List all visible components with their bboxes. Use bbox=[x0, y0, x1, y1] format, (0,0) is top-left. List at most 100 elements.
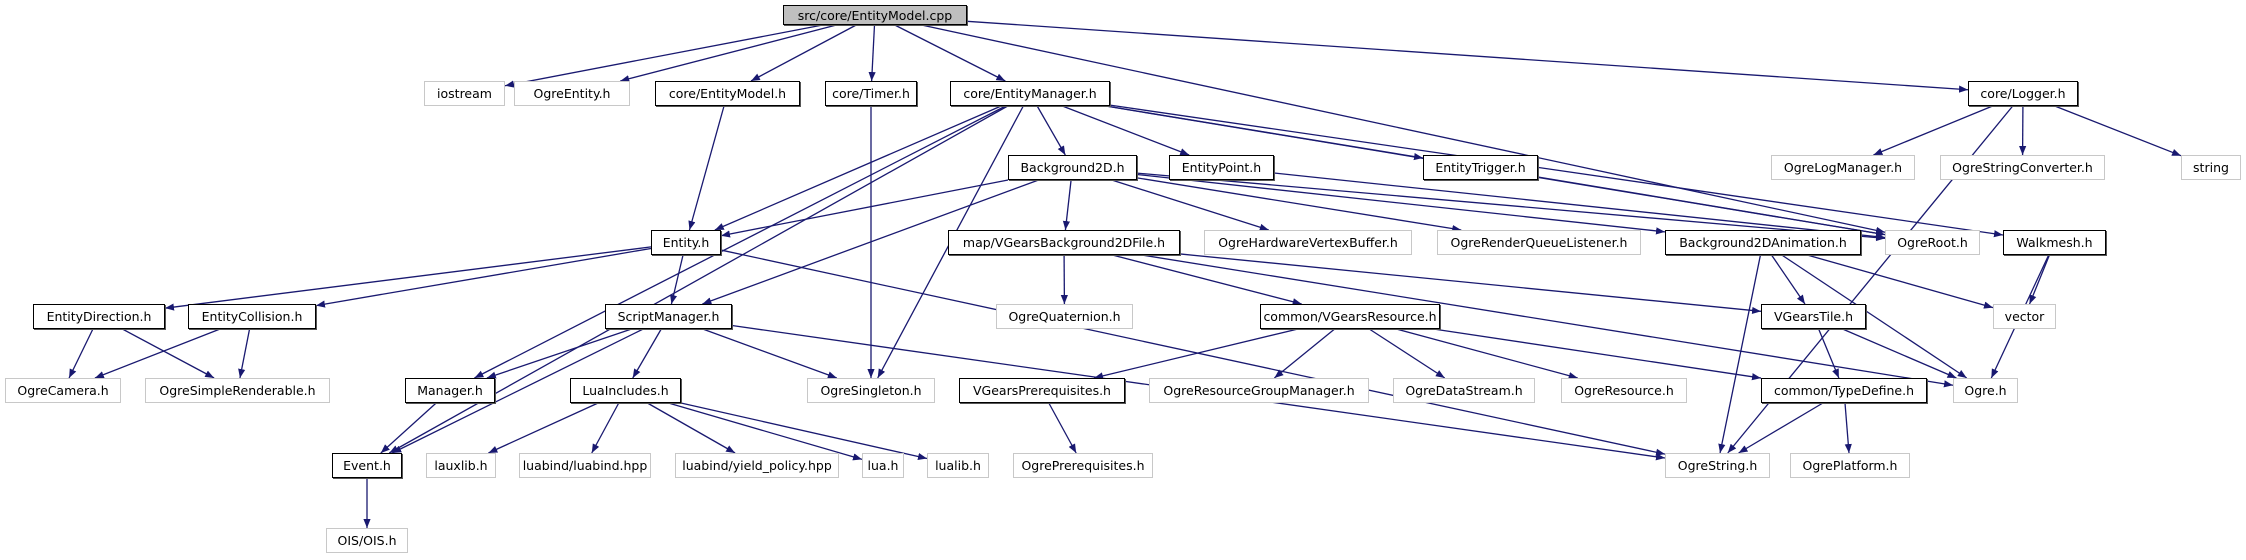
node-src-core-entitymodel-cpp[interactable]: src/core/EntityModel.cpp bbox=[783, 5, 967, 25]
edge-entitycollision-to-ogresimplerenderable bbox=[238, 328, 251, 379]
node-ogredatastream-h[interactable]: OgreDataStream.h bbox=[1393, 378, 1535, 403]
edge-typedefine-to-ogrestring bbox=[1738, 402, 1824, 454]
node-entitytrigger-h[interactable]: EntityTrigger.h bbox=[1423, 155, 1538, 180]
node-luabind-yield-policy-hpp[interactable]: luabind/yield_policy.hpp bbox=[675, 453, 839, 478]
edge-luaincludes-to-lua bbox=[668, 402, 863, 461]
edge-manager-to-event bbox=[380, 402, 437, 454]
edge-entitydirection-to-ogrecamera bbox=[68, 328, 94, 379]
edge-vgearstile-to-ogre bbox=[1842, 328, 1957, 379]
node-core-entitymodel-h[interactable]: core/EntityModel.h bbox=[655, 81, 800, 106]
edge-entitymanager-to-manager bbox=[474, 105, 1006, 379]
edge-bg2danim-to-vector bbox=[1806, 254, 1994, 309]
node-ogreentity-h[interactable]: OgreEntity.h bbox=[514, 81, 630, 106]
node-entitycollision-h[interactable]: EntityCollision.h bbox=[188, 304, 316, 329]
edge-background2d-to-ogrerql bbox=[1136, 177, 1462, 233]
node-iostream[interactable]: iostream bbox=[424, 81, 505, 106]
node-ogrecamera-h[interactable]: OgreCamera.h bbox=[5, 378, 121, 403]
node-common-typedefine-h[interactable]: common/TypeDefine.h bbox=[1761, 378, 1927, 403]
edge-vgprereq-to-ogreprereq bbox=[1048, 402, 1077, 454]
edge-root-to-timer bbox=[868, 24, 876, 82]
edge-bg2danim-to-ogre bbox=[1781, 254, 1968, 379]
node-ogreroot-h[interactable]: OgreRoot.h bbox=[1885, 230, 1980, 255]
edge-background2d-to-ogrehwvb bbox=[1111, 179, 1269, 231]
node-ogrestringconverter-h[interactable]: OgreStringConverter.h bbox=[1940, 155, 2105, 180]
edge-background2d-to-entity bbox=[720, 179, 1009, 238]
edge-entitycollision-to-ogrecamera bbox=[94, 328, 221, 379]
edge-entitymanager-to-entitypoint bbox=[1062, 105, 1190, 156]
edge-background2d-to-ogreroot bbox=[1136, 172, 1886, 242]
edge-entity-to-ogrestring bbox=[720, 249, 1666, 456]
edge-root-to-entitymodel_h bbox=[750, 24, 857, 82]
edge-walkmesh-to-vector bbox=[2028, 254, 2051, 305]
node-background2d-h[interactable]: Background2D.h bbox=[1008, 155, 1137, 180]
edge-luaincludes-to-lauxlib bbox=[488, 402, 599, 454]
node-scriptmanager-h[interactable]: ScriptManager.h bbox=[605, 304, 732, 329]
edge-entity-to-entitydirection bbox=[164, 246, 652, 311]
node-ogrerenderqueuelistener-h[interactable]: OgreRenderQueueListener.h bbox=[1437, 230, 1641, 255]
node-common-vgearsresource-h[interactable]: common/VGearsResource.h bbox=[1260, 304, 1440, 329]
edge-entity-to-entitycollision bbox=[315, 247, 652, 308]
edge-bg2danim-to-vgearstile bbox=[1770, 254, 1806, 305]
edge-root-to-ogreroot bbox=[921, 24, 1886, 234]
node-entitypoint-h[interactable]: EntityPoint.h bbox=[1169, 155, 1274, 180]
node-luabind-luabind-hpp[interactable]: luabind/luabind.hpp bbox=[519, 453, 651, 478]
edge-entitypoint-to-ogreroot bbox=[1273, 172, 1886, 241]
node-core-timer-h[interactable]: core/Timer.h bbox=[825, 81, 917, 106]
node-ogreplatform-h[interactable]: OgrePlatform.h bbox=[1790, 453, 1910, 478]
node-ogre-h[interactable]: Ogre.h bbox=[1953, 378, 2018, 403]
node-ogrehardwarevertexbuffer-h[interactable]: OgreHardwareVertexBuffer.h bbox=[1204, 230, 1412, 255]
node-entitydirection-h[interactable]: EntityDirection.h bbox=[33, 304, 165, 329]
edge-entitymanager-to-entity bbox=[714, 105, 1002, 231]
edge-logger-to-ogrelogmanager bbox=[1873, 105, 1993, 156]
edge-luaincludes-to-yieldpolicy bbox=[647, 402, 736, 454]
node-lauxlib-h[interactable]: lauxlib.h bbox=[426, 453, 496, 478]
node-ogreprerequisites-h[interactable]: OgrePrerequisites.h bbox=[1013, 453, 1153, 478]
node-ogreresource-h[interactable]: OgreResource.h bbox=[1561, 378, 1687, 403]
edge-scriptmanager-to-manager bbox=[486, 328, 632, 379]
edge-background2d-to-scriptmanager bbox=[702, 179, 1039, 305]
node-manager-h[interactable]: Manager.h bbox=[405, 378, 495, 403]
node-luaincludes-h[interactable]: LuaIncludes.h bbox=[570, 378, 681, 403]
node-core-entitymanager-h[interactable]: core/EntityManager.h bbox=[950, 81, 1110, 106]
edge-scriptmanager-to-ogresingleton bbox=[702, 328, 838, 379]
edge-entity-to-scriptmanager bbox=[670, 254, 684, 305]
node-event-h[interactable]: Event.h bbox=[332, 453, 402, 478]
node-map-vgearsbackground2dfile-h[interactable]: map/VGearsBackground2DFile.h bbox=[948, 230, 1180, 255]
edge-entitytrigger-to-ogreroot bbox=[1537, 176, 1886, 237]
node-ogrequaternion-h[interactable]: OgreQuaternion.h bbox=[996, 304, 1133, 329]
edge-entitymanager-to-walkmesh bbox=[1109, 104, 2004, 238]
node-ogrestring-h[interactable]: OgreString.h bbox=[1665, 453, 1770, 478]
node-entity-h[interactable]: Entity.h bbox=[651, 230, 721, 255]
node-string[interactable]: string bbox=[2181, 155, 2241, 180]
node-background2danimation-h[interactable]: Background2DAnimation.h bbox=[1665, 230, 1861, 255]
edge-vgresource-to-vgprereq bbox=[1093, 328, 1299, 380]
edge-vgbg2dfile-to-ogre bbox=[1141, 254, 1954, 388]
edge-background2d-to-vgbg2dfile bbox=[1062, 179, 1072, 231]
edge-vgresource-to-ogrergm bbox=[1273, 328, 1336, 379]
edge-background2d-to-bg2danim bbox=[1136, 173, 1666, 235]
node-vgearstile-h[interactable]: VGearsTile.h bbox=[1761, 304, 1866, 329]
edge-entitymodel_h-to-entity bbox=[688, 105, 725, 231]
edge-vgresource-to-ogreresource bbox=[1396, 328, 1578, 380]
edge-scriptmanager-to-luaincludes bbox=[632, 328, 662, 379]
edge-root-to-iostream bbox=[504, 24, 823, 88]
node-ogresingleton-h[interactable]: OgreSingleton.h bbox=[807, 378, 935, 403]
edge-vgearstile-to-typedefine bbox=[1818, 328, 1840, 379]
node-core-logger-h[interactable]: core/Logger.h bbox=[1968, 81, 2078, 106]
edge-vgresource-to-ogredatastream bbox=[1368, 328, 1446, 379]
edge-entitymanager-to-background2d bbox=[1036, 105, 1066, 156]
node-walkmesh-h[interactable]: Walkmesh.h bbox=[2003, 230, 2106, 255]
node-ogresimplerenderable-h[interactable]: OgreSimpleRenderable.h bbox=[145, 378, 330, 403]
edge-typedefine-to-ogreplatform bbox=[1844, 402, 1852, 454]
edge-vgbg2dfile-to-vgearstile bbox=[1179, 253, 1762, 315]
node-lua-h[interactable]: lua.h bbox=[862, 453, 904, 478]
node-vgearsprerequisites-h[interactable]: VGearsPrerequisites.h bbox=[959, 378, 1125, 403]
node-vector[interactable]: vector bbox=[1993, 304, 2056, 329]
edge-vgresource-to-typedefine bbox=[1433, 328, 1762, 381]
node-lualib-h[interactable]: lualib.h bbox=[927, 453, 989, 478]
node-ogreresourcegroupmanager-h[interactable]: OgreResourceGroupManager.h bbox=[1149, 378, 1369, 403]
node-ois-ois-h[interactable]: OIS/OIS.h bbox=[326, 528, 408, 553]
edge-bg2danim-to-ogrestring bbox=[1718, 254, 1762, 454]
node-ogrelogmanager-h[interactable]: OgreLogManager.h bbox=[1771, 155, 1915, 180]
